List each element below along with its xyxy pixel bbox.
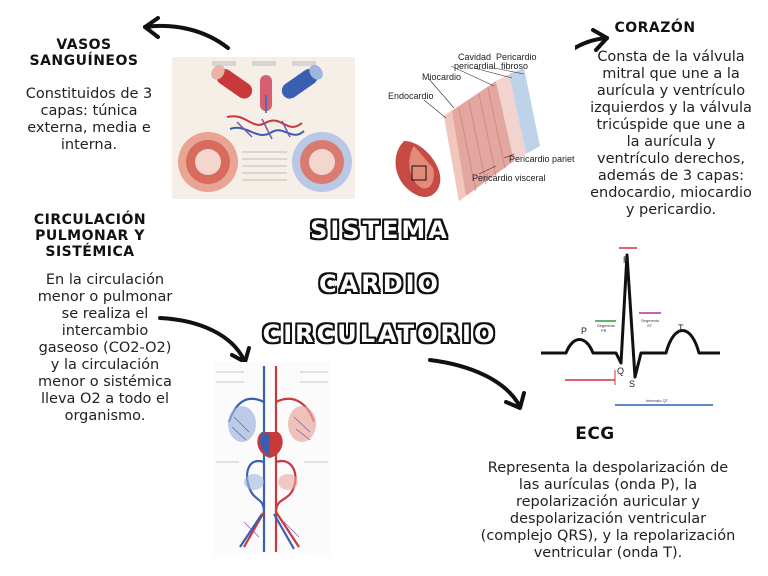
corazon-text-line: mitral que une a la <box>602 66 740 82</box>
arrow-to-ecg <box>428 358 521 407</box>
circulacion-heading: CIRCULACIÓN PULMONAR Y SISTÉMICA <box>14 212 166 260</box>
vasos-heading-line2: SANGUÍNEOS <box>29 53 139 69</box>
label-pericardio-fibroso-1: Pericardio <box>496 52 537 62</box>
corazon-text-line: aurícula y ventrículo <box>596 83 746 99</box>
ecg-chart: Segmento PR Segmento ST Intervalo QT P R… <box>541 245 720 411</box>
ecg-trace <box>541 253 720 379</box>
circulacion-text-line: se realiza el <box>61 306 149 322</box>
ecg-text-line: ventricular (onda T). <box>533 545 683 561</box>
arrow-to-circulacion <box>158 316 246 362</box>
ecg-description: Representa la despolarización de las aur… <box>452 460 764 562</box>
corazon-text-line: y pericardio. <box>625 202 717 218</box>
corazon-text-line: la aurícula y <box>626 134 716 150</box>
vasos-text-line: Constituidos de 3 <box>25 86 153 102</box>
corazon-heading: CORAZÓN <box>614 20 696 36</box>
svg-text:ST: ST <box>647 323 653 328</box>
vasos-text-line: externa, media e <box>27 120 151 136</box>
circulacion-text-line: y la circulación <box>50 357 160 373</box>
ecg-text-line: repolarización auricular y <box>515 494 700 510</box>
corazon-text-line: además de 3 capas: <box>597 168 745 184</box>
svg-text:Intervalo QT: Intervalo QT <box>646 398 669 403</box>
corazon-text-line: endocardio, miocardio <box>590 185 752 201</box>
ecg-text-line: despolarización ventricular <box>509 511 707 527</box>
circulacion-text-line: gaseoso (CO2-O2) <box>38 340 172 356</box>
ecg-text-line: las aurículas (onda P), la <box>518 477 698 493</box>
arrow-to-vasos-head <box>143 16 160 39</box>
blood-vessels-illustration <box>172 57 355 199</box>
arrow-to-corazon-head <box>591 28 609 52</box>
ecg-text-line: Representa la despolarización de <box>487 460 729 476</box>
ecg-label-t: T <box>678 323 684 333</box>
circulacion-text-line: organismo. <box>64 408 146 424</box>
title-line-sistema: SISTEMA <box>310 216 450 244</box>
corazon-text-line: tricúspide que une a <box>596 117 746 133</box>
corazon-text-line: Consta de la válvula <box>597 49 745 65</box>
label-endocardio: Endocardio <box>388 91 434 101</box>
corazon-text-line: izquierdos y la válvula <box>590 100 752 116</box>
ecg-heading: ECG <box>575 424 615 444</box>
vasos-heading-line1: VASOS <box>56 37 112 53</box>
ecg-label-q: Q <box>617 366 624 376</box>
circulation-illustration <box>214 362 330 556</box>
circulacion-text-line: En la circulación <box>45 272 165 288</box>
title-line-cardio: CARDIO <box>319 270 441 298</box>
vasos-text-line: capas: túnica <box>40 103 138 119</box>
ecg-label-p: P <box>581 326 587 336</box>
ecg-label-s: S <box>629 379 635 389</box>
circulacion-text-line: menor o pulmonar <box>37 289 173 305</box>
svg-text:PR: PR <box>601 328 607 333</box>
svg-text:Segmento: Segmento <box>641 318 660 323</box>
label-pericardio-fibroso-2: fibroso <box>501 61 528 71</box>
arrow-to-ecg-head <box>504 391 526 410</box>
label-cavidad-1: Cavidad <box>458 52 491 62</box>
circulacion-heading-line: PULMONAR Y <box>35 228 145 244</box>
label-miocardio: Miocardio <box>422 72 461 82</box>
circulacion-description: En la circulación menor o pulmonar se re… <box>12 272 198 425</box>
label-pericardio-visceral: Pericardio visceral <box>472 173 546 183</box>
vasos-description: Constituidos de 3 capas: túnica externa,… <box>8 86 170 154</box>
corazon-text-line: ventrículo derechos, <box>597 151 745 167</box>
arrow-to-vasos <box>143 23 230 50</box>
vasos-heading: VASOS SANGUÍNEOS <box>10 37 158 69</box>
circulacion-text-line: menor o sistémica <box>38 374 172 390</box>
circulacion-heading-line: SISTÉMICA <box>45 244 135 260</box>
ecg-label-r: R <box>623 255 630 265</box>
svg-text:Segmento: Segmento <box>597 323 616 328</box>
circulacion-text-line: intercambio <box>61 323 149 339</box>
ecg-text-line: (complejo QRS), y la repolarización <box>480 528 736 544</box>
corazon-description: Consta de la válvula mitral que une a la… <box>577 49 765 219</box>
title-line-circulatorio: CIRCULATORIO <box>262 320 498 348</box>
heart-wall-illustration: Cavidad pericardial Pericardio fibroso M… <box>384 46 575 208</box>
label-cavidad-2: pericardial <box>454 61 496 71</box>
vasos-text-line: interna. <box>60 137 118 153</box>
circulacion-heading-line: CIRCULACIÓN <box>33 212 147 228</box>
label-pericardio-parietal: Pericardio pariet <box>509 154 575 164</box>
circulacion-text-line: lleva O2 a todo el <box>41 391 169 407</box>
